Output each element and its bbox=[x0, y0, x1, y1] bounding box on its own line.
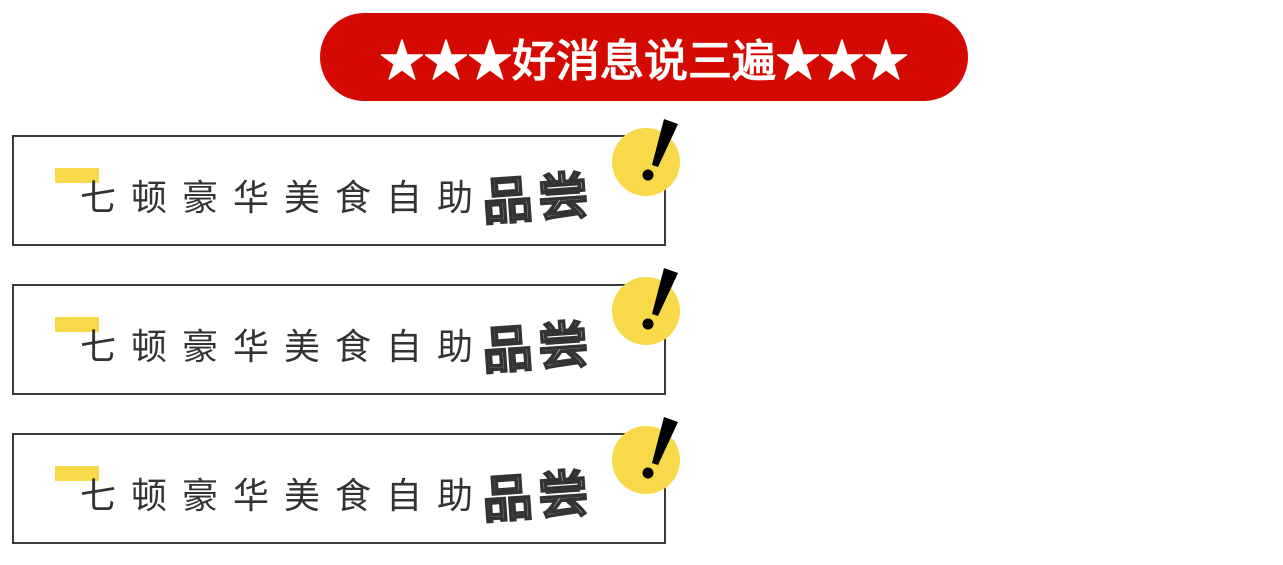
promo-card-1: 七顿豪华美食自助 品尝 bbox=[12, 135, 666, 246]
exclamation-badge-icon bbox=[612, 119, 680, 196]
card-outlined-text: 品尝 bbox=[479, 314, 597, 382]
promo-card-3: 七顿豪华美食自助 品尝 bbox=[12, 433, 666, 544]
exclamation-badge-icon bbox=[612, 417, 680, 494]
exclamation-badge-icon bbox=[612, 268, 680, 345]
good-news-banner: ★★★好消息说三遍★★★ bbox=[320, 13, 968, 101]
card-outlined-text: 品尝 bbox=[479, 463, 597, 531]
card-text: 七顿豪华美食自助 品尝 bbox=[80, 165, 597, 233]
accent-bar bbox=[55, 168, 99, 183]
banner-text: ★★★好消息说三遍★★★ bbox=[380, 36, 908, 87]
card-plain-text: 七顿豪华美食自助 bbox=[80, 178, 489, 219]
accent-bar bbox=[55, 466, 99, 481]
accent-bar bbox=[55, 317, 99, 332]
card-text: 七顿豪华美食自助 品尝 bbox=[80, 463, 597, 531]
card-outlined-text: 品尝 bbox=[479, 165, 597, 233]
card-plain-text: 七顿豪华美食自助 bbox=[80, 476, 489, 517]
promo-card-2: 七顿豪华美食自助 品尝 bbox=[12, 284, 666, 395]
card-text: 七顿豪华美食自助 品尝 bbox=[80, 314, 597, 382]
card-plain-text: 七顿豪华美食自助 bbox=[80, 327, 489, 368]
